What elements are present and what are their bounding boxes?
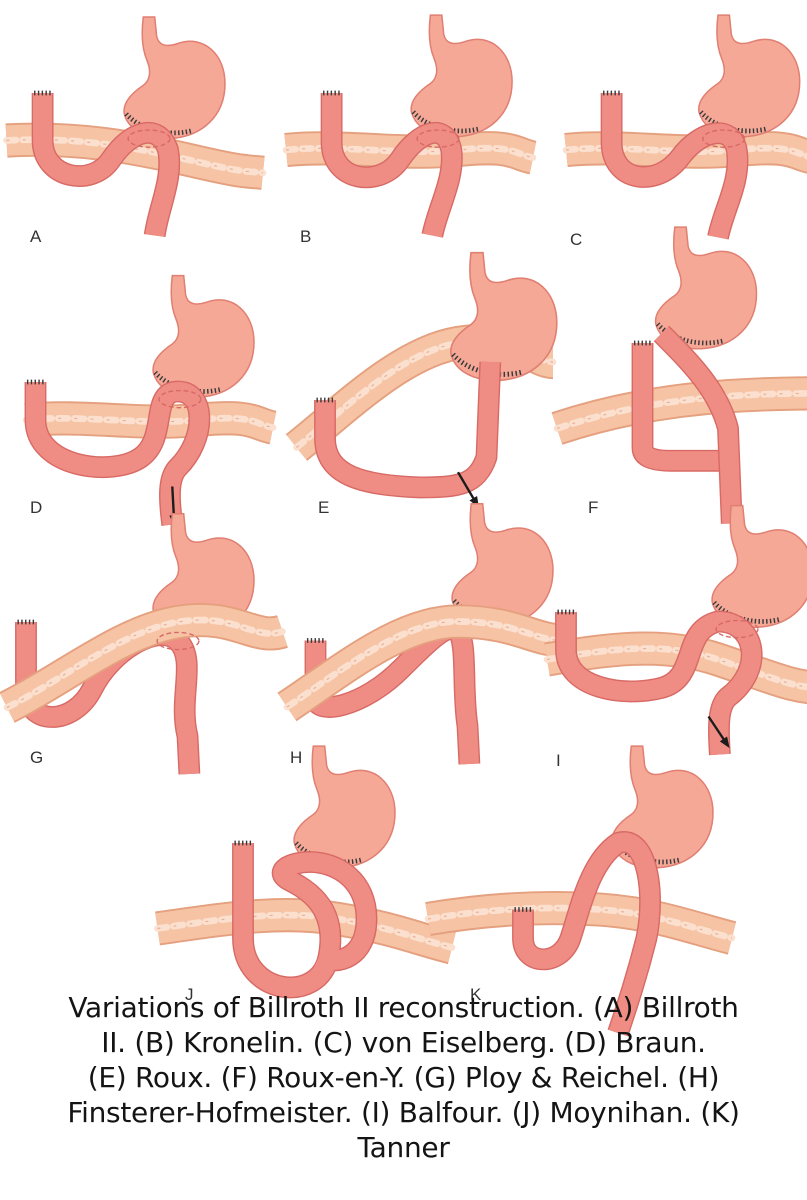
stomach-remnant <box>450 251 558 382</box>
figure-caption: Variations of Billroth II reconstruction… <box>10 990 797 1165</box>
panel-b <box>282 14 538 238</box>
jejunal-loop <box>24 380 211 526</box>
stomach-remnant <box>293 745 396 869</box>
stomach-remnant <box>152 274 255 398</box>
panel-label-g: G <box>30 748 43 767</box>
panel-label-e: E <box>318 498 329 517</box>
panel-label-a: A <box>30 227 42 246</box>
anastomosis <box>416 129 460 148</box>
panel-label-k: K <box>470 985 482 1004</box>
transverse-colon <box>22 401 278 445</box>
transverse-colon <box>277 604 566 722</box>
anastomosis <box>158 389 202 409</box>
jejunal-loop <box>555 610 763 756</box>
anastomosis <box>702 129 746 148</box>
jejunal-loop <box>31 92 181 238</box>
caption-line-1: Variations of Billroth II reconstruction… <box>68 991 739 1024</box>
panel-c <box>562 14 807 240</box>
roux-limb <box>314 361 502 499</box>
panel-j <box>154 745 457 999</box>
stomach-remnant <box>123 16 226 140</box>
caption-line-4: Finsterer-Hofmeister. (I) Balfour. (J) M… <box>67 1096 740 1129</box>
stomach-remnant <box>698 14 801 138</box>
caption-line-3: (E) Roux. (F) Roux-en-Y. (G) Ploy & Reic… <box>87 1061 720 1094</box>
panel-h <box>277 502 566 765</box>
jejunal-loop <box>320 92 463 238</box>
stomach-remnant <box>410 14 513 138</box>
panel-d <box>22 274 278 527</box>
caption-line-2: II. (B) Kronelin. (C) von Eiselberg. (D)… <box>101 1026 706 1059</box>
transverse-colon <box>543 631 807 705</box>
panel-label-c: C <box>570 230 582 249</box>
transverse-colon <box>551 376 807 445</box>
panel-label-h: H <box>290 748 302 767</box>
transverse-colon <box>0 602 288 723</box>
flow-arrow <box>707 715 730 749</box>
anastomosis <box>156 631 200 651</box>
stomach-remnant <box>654 226 758 350</box>
panel-label-f: F <box>588 498 598 517</box>
panel-k <box>424 745 737 1037</box>
caption-line-5: Tanner <box>357 1131 450 1164</box>
panel-label-b: B <box>300 227 311 246</box>
anastomosis <box>127 129 171 148</box>
jejunal-loop <box>600 92 749 240</box>
panel-e <box>285 251 558 508</box>
panel-a <box>3 16 267 238</box>
stomach-remnant <box>711 504 807 628</box>
transverse-colon <box>154 897 457 965</box>
panel-f <box>551 226 807 524</box>
jejunal-loop <box>232 842 378 999</box>
panel-label-d: D <box>30 498 42 517</box>
panel-i <box>543 504 807 756</box>
panel-label-j: J <box>185 985 194 1004</box>
panel-label-i: I <box>556 751 561 770</box>
panel-g <box>0 512 288 775</box>
roux-limb <box>653 325 743 524</box>
transverse-colon <box>424 890 737 955</box>
biliopancreatic-limb <box>631 342 729 472</box>
jejunal-loop <box>512 831 661 1037</box>
